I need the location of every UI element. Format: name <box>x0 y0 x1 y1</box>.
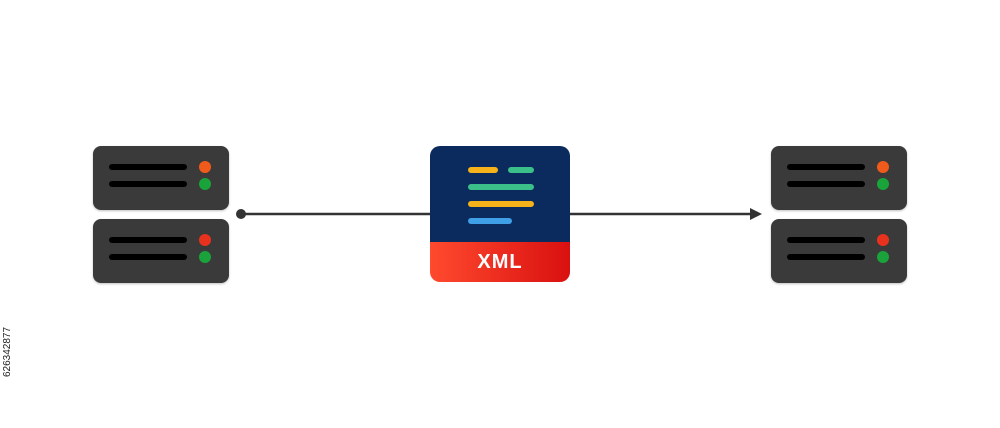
xml-doc-footer <box>430 242 570 282</box>
status-led-red <box>199 234 211 246</box>
code-line <box>508 167 534 173</box>
status-led-green <box>877 251 889 263</box>
server-slot <box>109 164 187 170</box>
server-slot <box>787 254 865 260</box>
server-slot <box>787 164 865 170</box>
connector-start-dot <box>236 209 246 219</box>
server-slot <box>109 237 187 243</box>
stock-image-id: 626342877 <box>2 326 13 378</box>
xml-file-icon: XML <box>430 146 570 282</box>
status-led-green <box>199 178 211 190</box>
xml-label: XML <box>477 251 523 273</box>
server-slot <box>109 181 187 187</box>
target-server-unit-bottom <box>771 219 907 283</box>
xml-doc-header <box>430 146 570 242</box>
status-led-orange <box>877 161 889 173</box>
status-led-red <box>877 234 889 246</box>
target-server-unit-top <box>771 146 907 210</box>
server-slot <box>787 181 865 187</box>
server-slot <box>109 254 187 260</box>
code-line <box>468 167 498 173</box>
code-line <box>468 201 534 207</box>
status-led-green <box>877 178 889 190</box>
status-led-green <box>199 251 211 263</box>
server-slot <box>787 237 865 243</box>
source-server-unit-bottom <box>93 219 229 283</box>
code-line <box>468 218 512 224</box>
code-line <box>468 184 534 190</box>
connector-end-arrow <box>750 208 762 220</box>
source-server-unit-top <box>93 146 229 210</box>
status-led-orange <box>199 161 211 173</box>
